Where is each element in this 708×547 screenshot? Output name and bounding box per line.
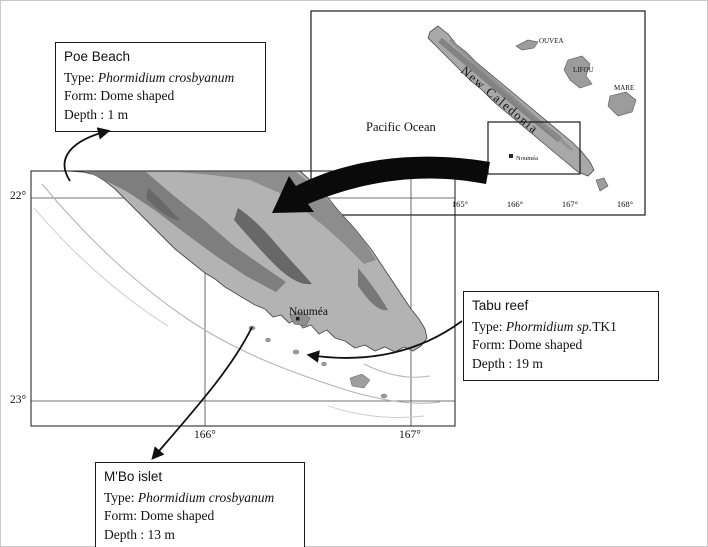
main-map-canvas: Nouméa: [30, 170, 456, 427]
noumea-label: Nouméa: [289, 306, 328, 318]
mountain-texture: [146, 188, 180, 220]
isle-of-pines-shape: [595, 177, 609, 192]
lon-tick-167: 167°: [399, 429, 421, 441]
noumea-marker: [296, 317, 300, 321]
lat-tick-22: 22°: [10, 190, 27, 202]
lat-tick-23: 23°: [10, 394, 27, 406]
ile-ouen-shape: [349, 373, 371, 389]
mountain-texture: [234, 208, 312, 285]
mbo-islet-shape: [248, 325, 256, 331]
mountain-texture: [358, 268, 388, 311]
species-name: Phormidium sp.: [505, 318, 593, 334]
species-name: Phormidium crosbyanum: [137, 489, 275, 505]
inset-zoom-rectangle: [487, 121, 581, 175]
lifou-label: LIFOU: [573, 66, 594, 74]
species-name: Phormidium crosbyanum: [97, 69, 235, 85]
site-depth-line: Depth : 1 m: [64, 106, 129, 122]
ouvea-island-shape: [515, 39, 539, 51]
annotation-box-poe-beach: Poe Beach Type: Phormidium crosbyanum Fo…: [55, 42, 266, 132]
inset-lon-tick: 168°: [617, 199, 633, 209]
annotation-box-mbo-islet: M'Bo islet Type: Phormidium crosbyanum F…: [95, 462, 305, 547]
site-type-line: Type: Phormidium crosbyanum: [64, 69, 235, 85]
inset-loyalty-islands: [515, 39, 637, 192]
site-title: Tabu reef: [472, 298, 529, 313]
ouvea-label: OUVEA: [539, 37, 564, 45]
mare-island-shape: [607, 91, 637, 117]
site-form-line: Form: Dome shaped: [472, 337, 583, 353]
lagoon-islets: [248, 325, 388, 399]
main-map: Nouméa: [28, 168, 458, 430]
lifou-island-shape: [563, 55, 593, 89]
inset-lon-tick: 166°: [507, 199, 523, 209]
inset-island-grande-terre: [427, 25, 595, 177]
site-type-line: Type: Phormidium sp.TK1: [472, 318, 617, 334]
mountain-texture: [86, 172, 286, 292]
inset-noumea-label: Nouméa: [516, 155, 538, 162]
inset-ocean-label: Pacific Ocean: [366, 120, 437, 134]
site-depth-line: Depth : 13 m: [104, 526, 175, 542]
site-title: M'Bo islet: [104, 469, 163, 484]
inset-noumea-marker: [509, 154, 513, 158]
site-type-line: Type: Phormidium crosbyanum: [104, 489, 275, 505]
inset-lon-tick: 167°: [562, 199, 578, 209]
site-form-line: Form: Dome shaped: [104, 508, 215, 524]
annotation-box-tabu-reef: Tabu reef Type: Phormidium sp.TK1 Form: …: [463, 291, 659, 381]
noumea-urban-area: [289, 311, 311, 327]
site-form-line: Form: Dome shaped: [64, 88, 175, 104]
mare-label: MARE: [614, 84, 634, 92]
site-depth-line: Depth : 19 m: [472, 355, 543, 371]
site-title: Poe Beach: [64, 49, 131, 64]
lon-tick-166: 166°: [194, 429, 216, 441]
